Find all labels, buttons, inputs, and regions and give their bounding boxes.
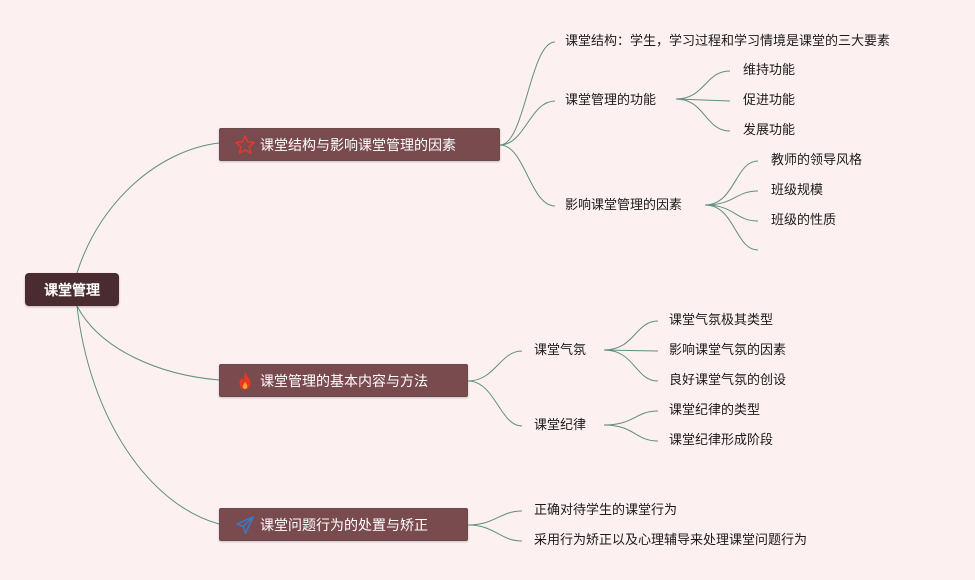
- branch-topic-label: 课堂结构与影响课堂管理的因素: [260, 137, 456, 154]
- connector-b3-t1: [467, 510, 523, 526]
- fire-icon: [234, 370, 256, 392]
- leaf-discipline-stages[interactable]: 课堂纪律形成阶段: [669, 433, 774, 448]
- connector-b1-t1: [499, 41, 556, 146]
- connector-b1-t2: [499, 100, 556, 146]
- leaf-discipline-types[interactable]: 课堂纪律的类型: [669, 403, 761, 418]
- root-topic[interactable]: 课堂管理: [25, 273, 119, 306]
- connector-t3-l3: [704, 204, 759, 222]
- connector-t3-l1: [704, 160, 759, 206]
- leaf-atmosphere-factors[interactable]: 影响课堂气氛的因素: [669, 343, 787, 358]
- leaf-teacher-leadership-style[interactable]: 教师的领导风格: [771, 153, 863, 168]
- connector-t2-l1: [675, 70, 731, 100]
- connector-t3-l2: [704, 190, 759, 206]
- leaf-class-size[interactable]: 班级规模: [771, 183, 824, 198]
- connector-t2-l2: [675, 98, 731, 102]
- leaf-atmosphere-types[interactable]: 课堂气氛极其类型: [669, 313, 774, 328]
- subtopic-influencing-factors[interactable]: 影响课堂管理的因素: [565, 198, 683, 213]
- branch-topic-basic-content-methods[interactable]: 课堂管理的基本内容与方法: [219, 364, 468, 397]
- subtopic-classroom-discipline[interactable]: 课堂纪律: [534, 418, 587, 433]
- leaf-class-nature[interactable]: 班级的性质: [771, 213, 837, 228]
- connector-b2-t2: [467, 380, 523, 427]
- root-topic-label: 课堂管理: [44, 282, 100, 299]
- connector-root-branch-1: [76, 142, 220, 274]
- leaf-promote-function[interactable]: 促进功能: [743, 93, 796, 108]
- branch-topic-problem-behavior[interactable]: 课堂问题行为的处置与矫正: [219, 508, 468, 541]
- connector-root-branch-2: [76, 305, 220, 381]
- leaf-maintain-function[interactable]: 维持功能: [743, 63, 796, 78]
- connector-b2t2-l1: [603, 410, 659, 426]
- subtopic-behavior-correction[interactable]: 采用行为矫正以及心理辅导来处理课堂问题行为: [534, 533, 808, 548]
- connector-b2t1-l2: [603, 349, 659, 352]
- connector-t3-l4: [704, 204, 759, 251]
- branch-topic-label: 课堂问题行为的处置与矫正: [260, 517, 428, 534]
- subtopic-classroom-atmosphere[interactable]: 课堂气氛: [534, 343, 587, 358]
- connector-b2t1-l3: [603, 349, 659, 382]
- paper-plane-icon: [234, 514, 256, 536]
- connector-root-branch-3: [76, 305, 220, 525]
- leaf-develop-function[interactable]: 发展功能: [743, 123, 796, 138]
- branch-topic-label: 课堂管理的基本内容与方法: [260, 373, 428, 390]
- connector-b2t1-l1: [603, 320, 659, 351]
- connector-b1-t3: [499, 144, 556, 207]
- connector-b2-t1: [467, 350, 523, 382]
- subtopic-management-functions[interactable]: 课堂管理的功能: [565, 93, 657, 108]
- star-icon: [234, 134, 256, 156]
- leaf-atmosphere-creation[interactable]: 良好课堂气氛的创设: [669, 373, 787, 388]
- connector-b3-t2: [467, 524, 523, 542]
- connector-t2-l3: [675, 98, 731, 132]
- branch-topic-classroom-structure[interactable]: 课堂结构与影响课堂管理的因素: [219, 128, 500, 161]
- connector-b2t2-l2: [603, 424, 659, 442]
- subtopic-treat-student-behavior[interactable]: 正确对待学生的课堂行为: [534, 503, 678, 518]
- subtopic-classroom-structure[interactable]: 课堂结构：学生，学习过程和学习情境是课堂的三大要素: [565, 34, 891, 49]
